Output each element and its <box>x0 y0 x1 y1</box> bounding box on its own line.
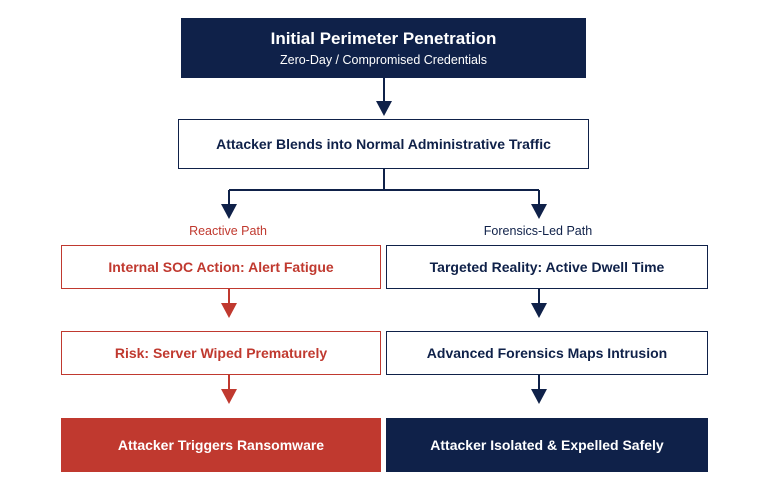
forensics-outcome-title: Attacker Isolated & Expelled Safely <box>430 437 664 453</box>
reactive-step2-title: Risk: Server Wiped Prematurely <box>114 345 328 361</box>
initial-penetration-title: Initial Perimeter Penetration <box>270 29 497 48</box>
reactive-step1-title: Internal SOC Action: Alert Fatigue <box>108 259 334 275</box>
reactive-step-alert-fatigue: Internal SOC Action: Alert Fatigue <box>61 245 381 289</box>
initial-penetration-subtitle: Zero-Day / Compromised Credentials <box>279 53 487 67</box>
reactive-path-label: Reactive Path <box>189 224 267 238</box>
forensics-path-label: Forensics-Led Path <box>483 224 593 238</box>
arrowhead-forensics-1 <box>531 303 547 318</box>
forensics-step1-title: Targeted Reality: Active Dwell Time <box>429 259 665 275</box>
forensics-step2-title: Advanced Forensics Maps Intrusion <box>426 345 668 361</box>
forensics-step-maps-intrusion: Advanced Forensics Maps Intrusion <box>386 331 708 375</box>
arrowhead-start-to-blend <box>376 101 392 116</box>
blend-traffic-title: Attacker Blends into Normal Administrati… <box>216 136 551 152</box>
reactive-outcome-ransomware: Attacker Triggers Ransomware <box>61 418 381 472</box>
blend-traffic-box: Attacker Blends into Normal Administrati… <box>178 119 589 169</box>
reactive-outcome-title: Attacker Triggers Ransomware <box>117 437 325 453</box>
forensics-step-dwell-time: Targeted Reality: Active Dwell Time <box>386 245 708 289</box>
arrowhead-reactive-1 <box>221 303 237 318</box>
reactive-step-server-wiped: Risk: Server Wiped Prematurely <box>61 331 381 375</box>
arrowhead-forensics-2 <box>531 389 547 404</box>
forensics-outcome-expelled: Attacker Isolated & Expelled Safely <box>386 418 708 472</box>
arrowhead-reactive-2 <box>221 389 237 404</box>
arrowhead-split-left <box>221 204 237 219</box>
arrowhead-split-right <box>531 204 547 219</box>
initial-penetration-box: Initial Perimeter Penetration Zero-Day /… <box>181 18 586 78</box>
